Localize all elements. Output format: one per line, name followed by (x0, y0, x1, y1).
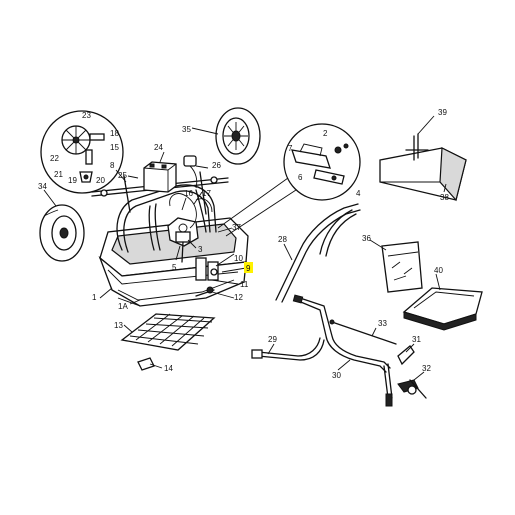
wiring-harness[interactable] (169, 193, 213, 229)
upper-handle[interactable] (275, 203, 361, 303)
hopper-body[interactable] (98, 217, 249, 307)
callout-26[interactable]: 26 (212, 161, 221, 170)
callout-19[interactable]: 19 (68, 176, 77, 185)
callout-21[interactable]: 21 (54, 170, 63, 179)
callout-labels: 1 1A 2 3 4 5 6 7 8 9 10 11 12 13 14 15 1… (38, 108, 449, 380)
hub-detail-inset (40, 110, 127, 194)
deflector-shield[interactable] (379, 133, 467, 202)
callout-1a[interactable]: 1A (118, 302, 128, 311)
lower-handle[interactable] (251, 294, 427, 407)
callout-11[interactable]: 11 (240, 280, 249, 289)
callout-23[interactable]: 23 (82, 111, 91, 120)
callout-24[interactable]: 24 (154, 143, 163, 152)
callout-2[interactable]: 2 (323, 129, 328, 138)
right-wheel[interactable] (215, 107, 261, 165)
callout-5[interactable]: 5 (172, 263, 177, 272)
callout-13[interactable]: 13 (114, 321, 123, 330)
callout-9[interactable]: 9 (246, 264, 251, 273)
callout-34[interactable]: 34 (38, 182, 47, 191)
callout-16[interactable]: 16 (184, 189, 193, 198)
callout-15[interactable]: 15 (110, 143, 119, 152)
callout-35[interactable]: 35 (182, 125, 191, 134)
callout-31[interactable]: 31 (412, 335, 421, 344)
callout-6[interactable]: 6 (298, 173, 303, 182)
callout-33[interactable]: 33 (378, 319, 387, 328)
leader-lines (43, 115, 447, 381)
callout-12[interactable]: 12 (234, 293, 243, 302)
callout-37[interactable]: 37 (232, 223, 241, 232)
callout-17[interactable]: 17 (202, 189, 211, 198)
callout-28[interactable]: 28 (278, 235, 287, 244)
callout-9-highlight (244, 262, 253, 273)
callout-22[interactable]: 22 (50, 154, 59, 163)
gearbox-assembly[interactable] (167, 217, 219, 281)
hardware-bag[interactable] (381, 241, 423, 293)
battery[interactable] (143, 161, 177, 193)
left-wheel[interactable] (39, 204, 85, 262)
callout-10[interactable]: 10 (234, 254, 243, 263)
callout-36[interactable]: 36 (362, 234, 371, 243)
callout-39[interactable]: 39 (438, 108, 447, 117)
bracket-detail-inset (217, 123, 361, 237)
hopper-cover[interactable] (402, 287, 483, 331)
callout-38[interactable]: 38 (440, 193, 449, 202)
callout-32[interactable]: 32 (422, 364, 431, 373)
callout-29[interactable]: 29 (268, 335, 277, 344)
callout-4[interactable]: 4 (356, 189, 361, 198)
control-switch[interactable] (183, 155, 198, 189)
callout-1[interactable]: 1 (92, 293, 97, 302)
callout-7[interactable]: 7 (288, 144, 293, 153)
callout-25[interactable]: 25 (118, 171, 127, 180)
callout-40[interactable]: 40 (434, 266, 443, 275)
callout-30[interactable]: 30 (332, 371, 341, 380)
callout-20[interactable]: 20 (96, 176, 105, 185)
callout-3[interactable]: 3 (198, 245, 203, 254)
callout-14[interactable]: 14 (164, 364, 173, 373)
callout-18[interactable]: 18 (110, 129, 119, 138)
hopper-screen[interactable] (120, 313, 216, 371)
callout-8[interactable]: 8 (110, 161, 115, 170)
mounting-hardware[interactable] (195, 268, 218, 297)
